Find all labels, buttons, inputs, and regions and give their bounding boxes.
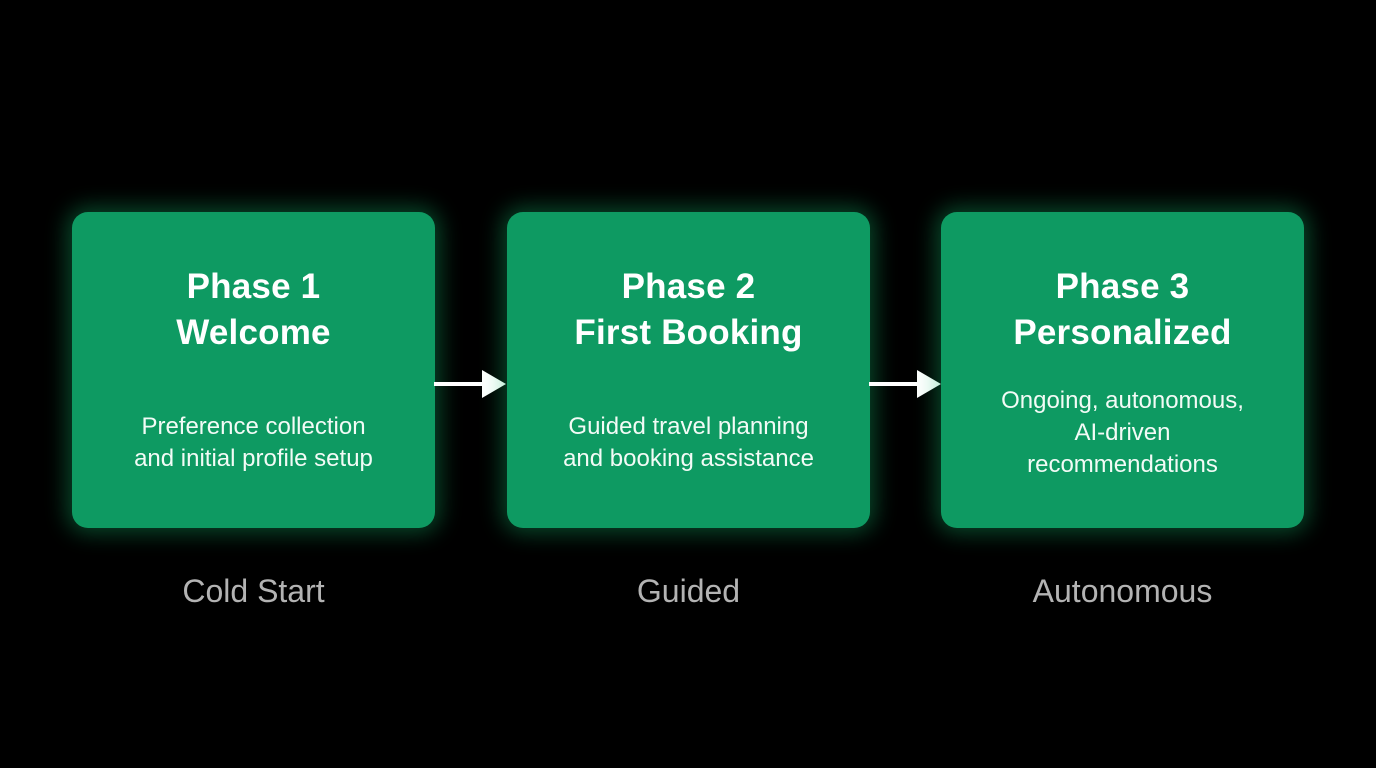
phase-3-description: Ongoing, autonomous, AI-driven recommend… bbox=[961, 385, 1284, 481]
phase-3-stage-label: Autonomous bbox=[1032, 573, 1213, 609]
phase-2-description-line: and booking assistance bbox=[563, 445, 814, 472]
phase-2-card: Phase 2 First Booking Guided travel plan… bbox=[507, 212, 870, 528]
phase-1-description-line: Preference collection bbox=[141, 413, 366, 440]
phase-1-description: Preference collection and initial profil… bbox=[92, 411, 415, 475]
phase-1-card: Phase 1 Welcome Preference collection an… bbox=[72, 212, 435, 528]
phase-3-title: Phase 3 Personalized bbox=[941, 264, 1304, 356]
phase-3-description-line: AI-driven bbox=[1074, 419, 1171, 446]
phase-3-number: Phase 3 bbox=[1055, 267, 1190, 306]
phase-1-number: Phase 1 bbox=[186, 267, 321, 306]
right-arrow-icon bbox=[869, 370, 941, 398]
phase-3-description-line: Ongoing, autonomous, bbox=[1001, 387, 1244, 414]
phase-2-title: Phase 2 First Booking bbox=[507, 264, 870, 356]
phase-1-title: Phase 1 Welcome bbox=[72, 264, 435, 356]
phase-3-card: Phase 3 Personalized Ongoing, autonomous… bbox=[941, 212, 1304, 528]
phase-1-description-line: and initial profile setup bbox=[134, 445, 373, 472]
phase-2-description-line: Guided travel planning bbox=[568, 413, 809, 440]
phase-1-stage-label: Cold Start bbox=[182, 573, 325, 609]
phase-1-name: Welcome bbox=[176, 313, 331, 352]
phase-3-description-line: recommendations bbox=[1027, 451, 1218, 478]
phase-3-name: Personalized bbox=[1013, 313, 1232, 352]
phase-2-number: Phase 2 bbox=[621, 267, 756, 306]
phase-2-stage-label: Guided bbox=[636, 573, 741, 609]
phase-2-name: First Booking bbox=[574, 313, 803, 352]
right-arrow-icon bbox=[434, 370, 506, 398]
phase-2-description: Guided travel planning and booking assis… bbox=[527, 411, 850, 475]
